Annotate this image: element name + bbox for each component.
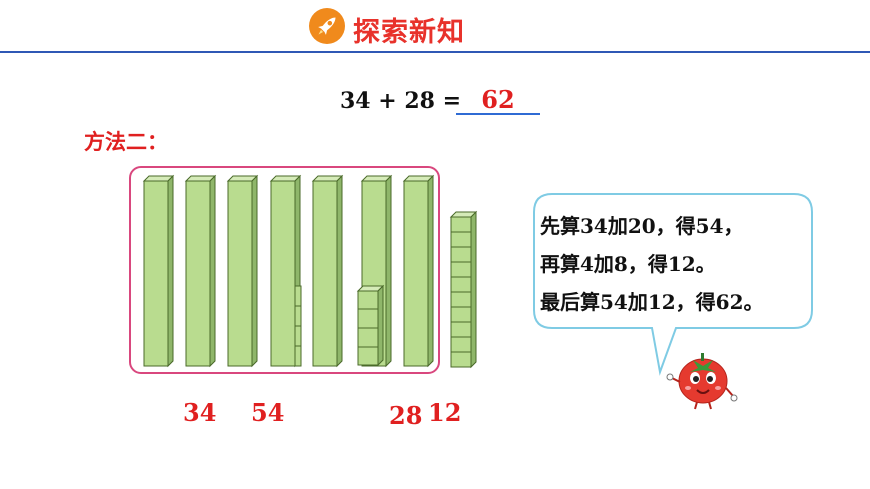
rocket-icon bbox=[309, 8, 345, 44]
label-28: 28 bbox=[389, 401, 423, 430]
answer-underline bbox=[456, 113, 540, 115]
header-divider bbox=[0, 51, 870, 53]
bubble-line-3: 最后算54加12，得62。 bbox=[540, 290, 764, 314]
ones-cubes-4 bbox=[294, 285, 302, 367]
bubble-text: 先算34加20，得54， 再算4加8，得12。 最后算54加12，得62。 bbox=[540, 207, 764, 321]
label-54: 54 bbox=[251, 398, 285, 427]
page-title: 探索新知 bbox=[353, 17, 465, 48]
label-12: 12 bbox=[428, 398, 462, 427]
grouping-frame bbox=[129, 166, 440, 374]
equation-text: 34 + 28 = bbox=[340, 88, 462, 114]
bubble-line-2: 再算4加8，得12。 bbox=[540, 252, 716, 276]
label-34: 34 bbox=[183, 398, 217, 427]
ten-cube-stack bbox=[449, 210, 478, 369]
method-label: 方法二： bbox=[84, 129, 168, 154]
equation-answer: 62 bbox=[481, 85, 515, 114]
ones-cubes-8 bbox=[356, 284, 385, 367]
bubble-line-1: 先算34加20，得54， bbox=[540, 214, 744, 238]
